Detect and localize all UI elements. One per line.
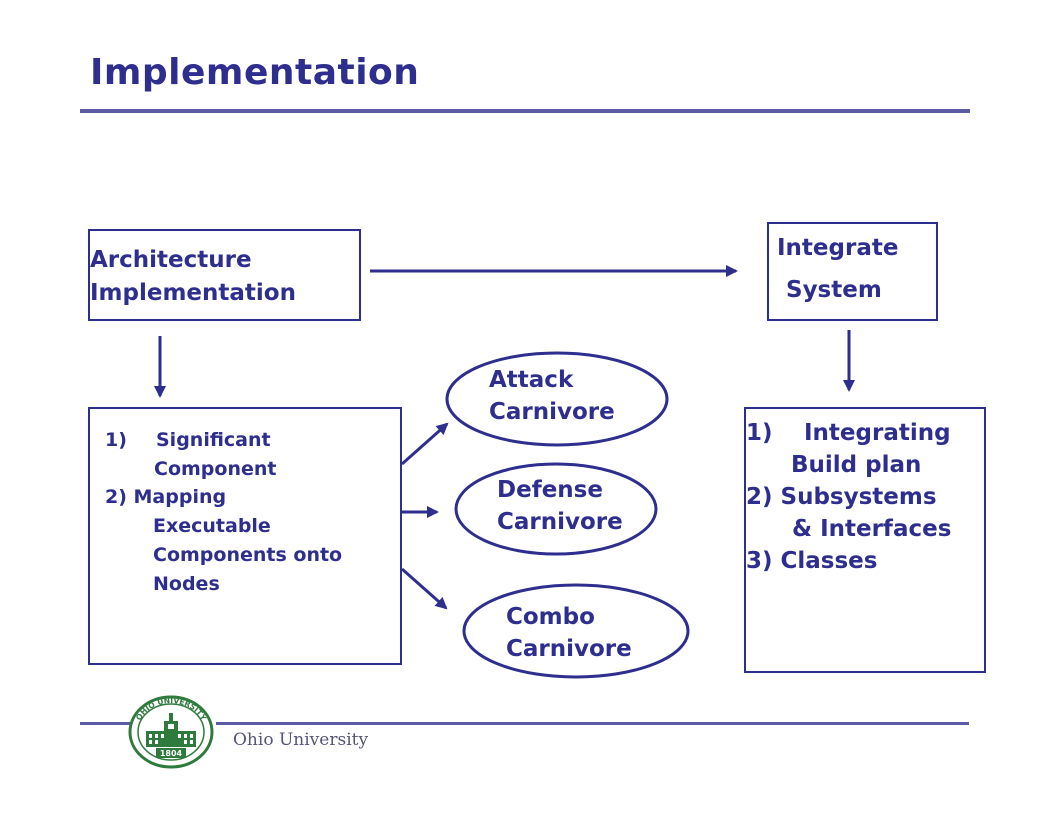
left-item-2-a: 2) Mapping — [105, 486, 227, 508]
seal-year: 1804 — [160, 749, 183, 758]
defense-carnivore-label: Defense Carnivore — [497, 474, 623, 538]
left-item-1-num: 1) — [105, 429, 127, 451]
integrate-line1: Integrate — [777, 235, 899, 261]
ellipse-combo — [462, 583, 690, 679]
combo-carnivore-label: Combo Carnivore — [506, 601, 632, 665]
attack-line1: Attack — [489, 367, 574, 393]
right-item-1-b: Build plan — [791, 452, 922, 478]
component-mapping-box: 1) Significant Component 2) Mapping Exec… — [88, 407, 402, 665]
footer-rule-right — [216, 722, 969, 725]
left-item-2-d: Nodes — [153, 573, 220, 595]
slide-title: Implementation — [90, 52, 420, 93]
defense-line1: Defense — [497, 477, 603, 503]
arrow-to-combo — [401, 567, 448, 610]
arrow-to-attack — [401, 422, 449, 466]
footer-org-name: Ohio University — [233, 730, 369, 750]
right-item-1-num: 1) — [746, 420, 773, 446]
right-item-2-b: & Interfaces — [792, 516, 952, 542]
right-item-3: 3) Classes — [746, 548, 878, 574]
ellipse-attack — [445, 351, 669, 447]
arch-line1: Architecture — [90, 247, 252, 273]
right-item-2-a: 2) Subsystems — [746, 484, 937, 510]
left-item-1-b: Component — [154, 458, 277, 480]
ellipse-defense — [454, 462, 658, 556]
defense-line2: Carnivore — [497, 509, 623, 535]
integration-plan-box: 1) Integrating Build plan 2) Subsystems … — [744, 407, 986, 673]
integrate-system-box: Integrate System — [767, 222, 938, 321]
combo-line2: Carnivore — [506, 636, 632, 662]
right-item-1-a: Integrating — [804, 420, 951, 446]
left-item-2-c: Components onto — [153, 544, 343, 566]
attack-line2: Carnivore — [489, 399, 615, 425]
left-item-2-b: Executable — [153, 515, 271, 537]
combo-line1: Combo — [506, 604, 595, 630]
footer-rule-left — [80, 722, 132, 725]
ohio-university-seal-logo: OHIO UNIVERSITY 1804 — [128, 695, 214, 769]
arch-line2: Implementation — [90, 280, 296, 306]
left-item-1-a: Significant — [156, 429, 271, 451]
attack-carnivore-label: Attack Carnivore — [489, 364, 615, 428]
architecture-implementation-box: Architecture Implementation — [88, 229, 361, 321]
title-underline — [80, 109, 970, 113]
integrate-line2: System — [786, 277, 882, 303]
